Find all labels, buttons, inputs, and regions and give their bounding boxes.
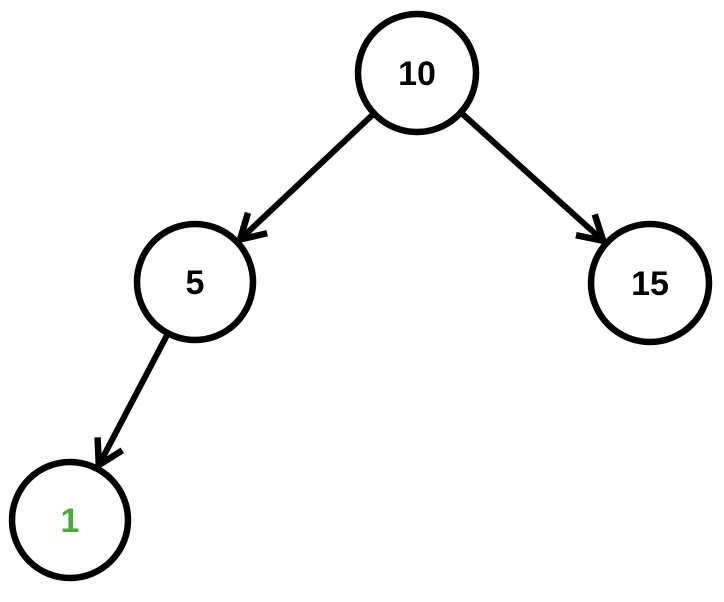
tree-node-circle-10 (354, 10, 480, 136)
tree-node-label-5: 5 (186, 264, 205, 302)
tree-node-circle-5 (133, 220, 257, 344)
tree-node-10: 10 (354, 10, 480, 136)
tree-node-label-1: 1 (61, 502, 80, 540)
tree-edge-10-to-15 (458, 110, 608, 246)
nodes-layer: 10 5 15 1 (8, 10, 713, 582)
tree-node-1: 1 (8, 458, 132, 582)
tree-node-circle-15 (587, 220, 713, 346)
tree-node-15: 15 (587, 220, 713, 346)
edges-layer (94, 110, 608, 471)
tree-edge-10-to-5 (235, 111, 377, 244)
tree-node-5: 5 (133, 220, 257, 344)
tree-edge-5-to-1 (94, 331, 171, 471)
tree-node-label-15: 15 (631, 265, 669, 303)
tree-node-circle-1 (8, 458, 132, 582)
tree-node-label-10: 10 (398, 55, 436, 93)
